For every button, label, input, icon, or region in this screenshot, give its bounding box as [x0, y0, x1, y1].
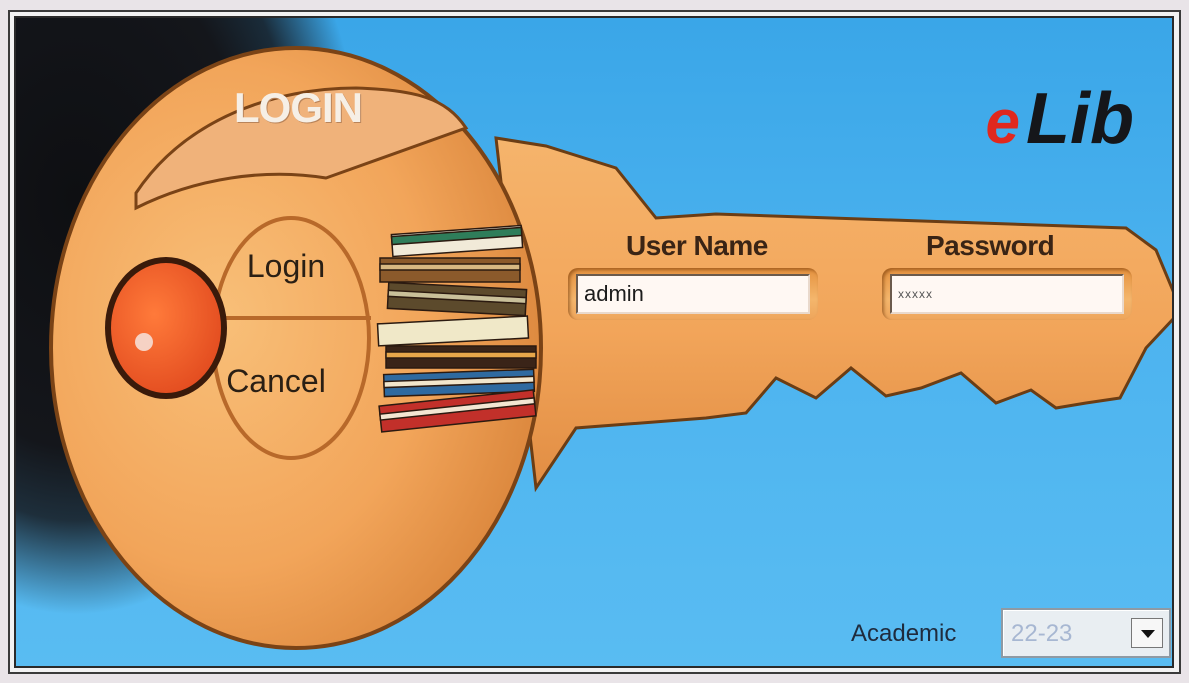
keyhole-highlight: [135, 333, 153, 351]
keyhole-icon: [105, 257, 227, 399]
password-label: Password: [926, 230, 1055, 261]
cancel-button[interactable]: Cancel: [226, 363, 326, 399]
key-shaft: [494, 136, 1172, 493]
username-field-bezel: [568, 268, 818, 320]
key-bow: [49, 46, 543, 650]
academic-label: Academic: [851, 620, 957, 647]
books-stack-icon: [376, 224, 537, 433]
brand-logo: eLib: [985, 79, 1134, 159]
key-illustration: [49, 46, 1172, 650]
page-title: LOGIN: [234, 84, 363, 131]
academic-selected-value: 22-23: [1011, 620, 1073, 647]
password-input[interactable]: [890, 274, 1124, 314]
username-label: User Name: [626, 230, 768, 261]
username-input[interactable]: [576, 274, 810, 314]
academic-select[interactable]: 22-23: [1001, 608, 1171, 658]
chevron-down-icon[interactable]: [1131, 618, 1163, 648]
login-button[interactable]: Login: [246, 248, 326, 284]
password-field-bezel: [882, 268, 1132, 320]
key-top-tab: [134, 86, 469, 211]
login-window: LOGIN eLib Login Cancel User Name Passwo…: [14, 16, 1174, 668]
